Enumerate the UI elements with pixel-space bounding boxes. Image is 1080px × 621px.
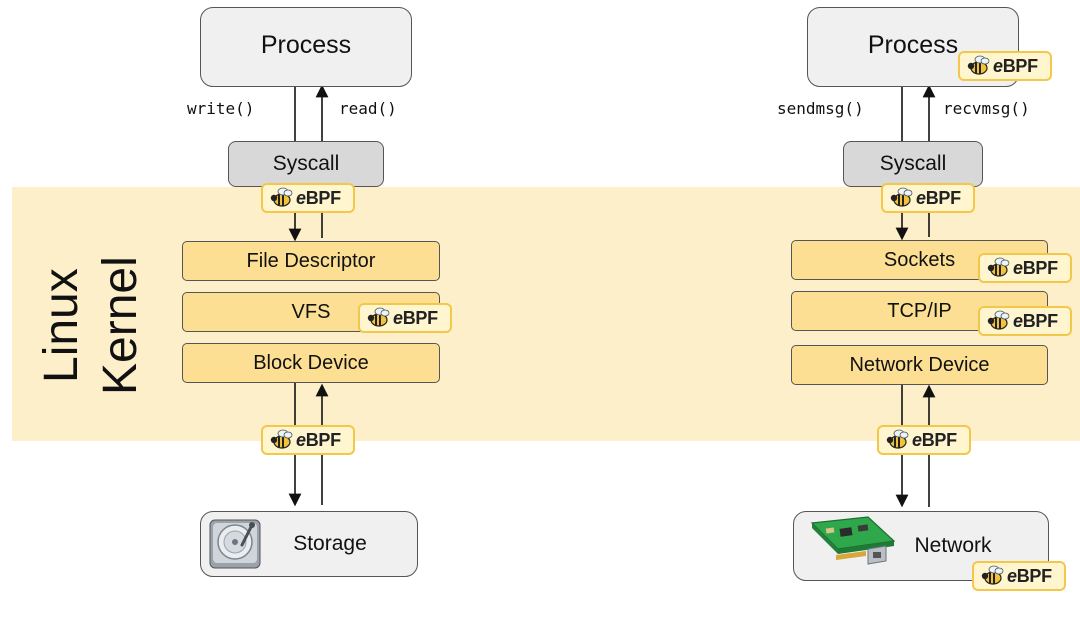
ebpf-label: eBPF xyxy=(296,429,341,450)
ebpf-badge-tcp-ip: eBPF xyxy=(978,306,1072,336)
ebpf-label: eBPF xyxy=(393,307,438,328)
call-recvmsg: recvmsg() xyxy=(943,99,1030,118)
syscall-label: Syscall xyxy=(879,152,947,175)
layer-block-device: Block Device xyxy=(182,343,440,383)
call-sendmsg: sendmsg() xyxy=(777,99,864,118)
bee-icon xyxy=(987,257,1010,277)
syscall-label: Syscall xyxy=(272,152,340,175)
layer-label: Network Device xyxy=(849,353,990,376)
bee-icon xyxy=(270,187,293,207)
process-label: Process xyxy=(867,30,959,59)
bee-icon xyxy=(967,55,990,75)
device-label: Storage xyxy=(293,532,367,555)
syscall-box-network: Syscall xyxy=(843,141,983,187)
layer-file-descriptor: File Descriptor xyxy=(182,241,440,281)
call-write: write() xyxy=(187,99,255,118)
bee-icon xyxy=(367,307,390,327)
process-label: Process xyxy=(260,30,352,59)
bee-icon xyxy=(890,187,913,207)
layer-label: TCP/IP xyxy=(887,299,952,322)
ebpf-badge-vfs: eBPF xyxy=(358,303,452,333)
ebpf-label: eBPF xyxy=(1013,310,1058,331)
network-card-icon xyxy=(806,515,898,580)
ebpf-label: eBPF xyxy=(1007,565,1052,586)
bee-icon xyxy=(270,429,293,449)
layer-label: File Descriptor xyxy=(246,249,376,272)
device-label: Network xyxy=(914,534,992,557)
ebpf-label: eBPF xyxy=(916,187,961,208)
ebpf-badge-syscall-storage: eBPF xyxy=(261,183,355,213)
ebpf-badge-syscall-network: eBPF xyxy=(881,183,975,213)
layer-label: VFS xyxy=(291,300,331,323)
call-read: read() xyxy=(339,99,397,118)
ebpf-label: eBPF xyxy=(296,187,341,208)
layer-label: Sockets xyxy=(883,248,956,271)
ebpf-label: eBPF xyxy=(993,55,1038,76)
bee-icon xyxy=(981,565,1004,585)
ebpf-badge-block-storage: eBPF xyxy=(261,425,355,455)
ebpf-badge-sockets: eBPF xyxy=(978,253,1072,283)
ebpf-badge-process-network: eBPF xyxy=(958,51,1052,81)
ebpf-badge-network: eBPF xyxy=(972,561,1066,591)
layer-network-device: Network Device xyxy=(791,345,1048,385)
ebpf-label: eBPF xyxy=(1013,257,1058,278)
bee-icon xyxy=(987,310,1010,330)
ebpf-badge-network-device: eBPF xyxy=(877,425,971,455)
ebpf-label: eBPF xyxy=(912,429,957,450)
syscall-box-storage: Syscall xyxy=(228,141,384,187)
layer-label: Block Device xyxy=(253,351,369,374)
bee-icon xyxy=(886,429,909,449)
process-box-storage: Process xyxy=(200,7,412,87)
hard-disk-icon xyxy=(208,515,264,578)
